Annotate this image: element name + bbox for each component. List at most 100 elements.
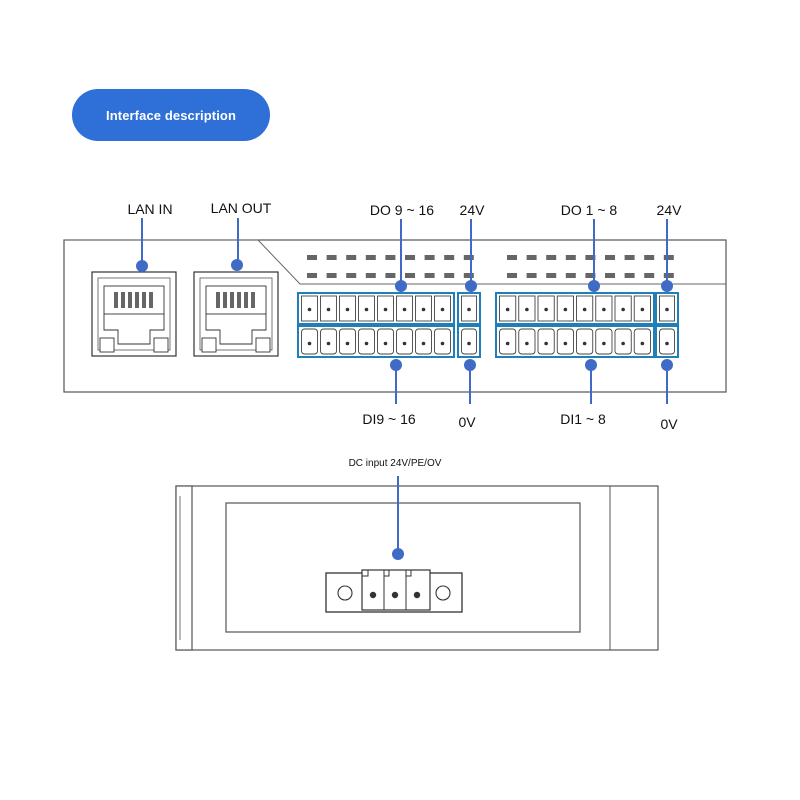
callout-dot-do-1-8: [588, 280, 600, 292]
callout-dot-0v-left: [464, 359, 476, 371]
label-lan-in: LAN IN: [127, 201, 172, 217]
mounting-hole-left: [337, 585, 353, 601]
terminal-slot: [518, 328, 536, 355]
led-indicator: [585, 273, 596, 278]
terminal-pin: [467, 307, 471, 312]
terminal-pin: [602, 341, 606, 346]
label-0v-right: 0V: [660, 416, 678, 432]
led-indicator: [624, 255, 635, 260]
terminal-pin: [563, 307, 568, 312]
terminal-pin: [544, 307, 548, 312]
dc-input-connector: [325, 569, 463, 613]
label-24v-left: 24V: [460, 202, 486, 218]
label-do-1-8: DO 1 ~ 8: [561, 202, 618, 218]
led-indicator: [565, 273, 576, 278]
led-indicator: [605, 273, 615, 278]
led-indicator: [444, 255, 455, 260]
terminal-slot: [614, 328, 632, 355]
terminal-pin: [421, 341, 426, 346]
led-indicator: [307, 255, 317, 260]
bottom-callout: [392, 476, 404, 560]
terminal-slot: [358, 328, 375, 355]
interface-description-badge: Interface description: [72, 89, 270, 141]
led-indicator: [365, 255, 376, 260]
led-indicator: [663, 255, 674, 260]
terminal-slot: [301, 328, 318, 355]
label-lan-out: LAN OUT: [211, 200, 272, 216]
terminal-pin: [467, 341, 471, 346]
label-di-1-8: DI1 ~ 8: [560, 411, 606, 427]
mounting-hole-right: [435, 585, 451, 601]
screw-0v: [413, 591, 421, 599]
terminal-slot: [434, 328, 451, 355]
terminal-pin: [307, 307, 312, 312]
terminal-pin: [326, 307, 331, 312]
terminal-pin: [421, 307, 426, 312]
terminal-blocks: [297, 292, 679, 358]
terminal-slot: [396, 328, 413, 355]
screw-pe: [391, 591, 399, 599]
led-indicator: [424, 255, 435, 260]
page-title: Interface description: [106, 107, 236, 123]
lan-in-port: [91, 271, 177, 357]
led-indicator-rows: [307, 255, 674, 278]
terminal-pin: [402, 341, 407, 346]
terminal-slot: [320, 328, 337, 355]
terminal-slot: [377, 328, 394, 355]
led-indicator: [424, 273, 435, 278]
terminal-slot: [659, 328, 675, 355]
terminal-pin: [307, 341, 312, 346]
terminal-pin: [383, 307, 388, 312]
label-0v-left: 0V: [458, 414, 476, 430]
led-indicator: [385, 273, 396, 278]
terminal-pin: [440, 341, 445, 346]
led-indicator: [605, 255, 615, 260]
terminal-slot: [595, 328, 613, 355]
callout-dot-dc-input: [392, 548, 404, 560]
led-indicator: [546, 273, 557, 278]
terminal-pin: [665, 307, 669, 312]
terminal-slot: [633, 328, 651, 355]
terminal-pin: [345, 341, 350, 346]
terminal-pin: [602, 307, 606, 312]
terminal-pin: [326, 341, 331, 346]
terminal-slot: [499, 328, 517, 355]
led-indicator: [463, 273, 474, 278]
callout-dot-24v-right: [661, 280, 673, 292]
screw-24v: [369, 591, 377, 599]
terminal-slot: [537, 328, 555, 355]
terminal-pin: [665, 341, 669, 346]
led-indicator: [405, 273, 415, 278]
callout-dot-di-9-16: [390, 359, 402, 371]
led-indicator: [507, 255, 517, 260]
terminal-slot: [461, 328, 477, 355]
bottom-device-side: [175, 485, 659, 651]
lan-out-port: [193, 271, 279, 357]
callout-dot-24v-left: [465, 280, 477, 292]
led-indicator: [565, 255, 576, 260]
terminal-pin: [345, 307, 350, 312]
callout-dot-lan-out: [231, 259, 243, 271]
led-indicator: [526, 255, 537, 260]
top-bevel-line: [64, 239, 726, 285]
terminal-pin: [582, 307, 587, 312]
led-indicator: [644, 273, 655, 278]
terminal-pin: [621, 341, 625, 346]
terminal-pin: [364, 307, 369, 312]
led-indicator: [507, 273, 517, 278]
led-indicator: [644, 255, 655, 260]
terminal-slot: [556, 328, 574, 355]
label-do-9-16: DO 9 ~ 16: [370, 202, 434, 218]
label-di-9-16: DI9 ~ 16: [362, 411, 416, 427]
led-indicator: [463, 255, 474, 260]
led-indicator: [624, 273, 635, 278]
terminal-slot: [415, 328, 432, 355]
top-callouts: [136, 218, 673, 404]
led-indicator: [663, 273, 674, 278]
led-indicator: [546, 255, 557, 260]
callout-dot-0v-right: [661, 359, 673, 371]
terminal-slot: [339, 328, 356, 355]
callout-dot-lan-in: [136, 260, 148, 272]
terminal-pin: [402, 307, 407, 312]
led-indicator: [346, 255, 357, 260]
